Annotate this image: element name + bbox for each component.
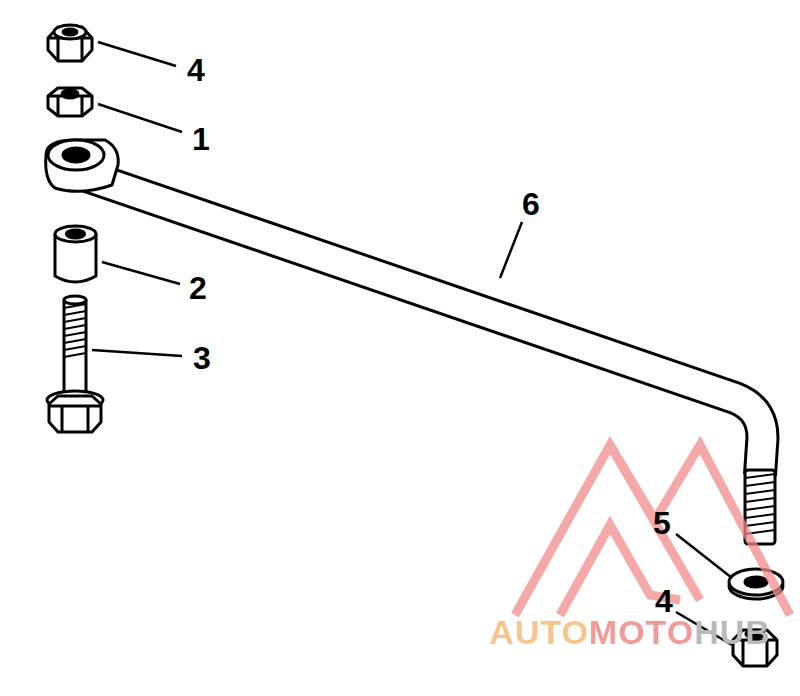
watermark: AUTOMOTOHUB (489, 615, 771, 649)
leader-lines (92, 42, 732, 645)
callout-number: 4 (187, 54, 205, 86)
link-rod (46, 140, 775, 544)
callout-number: 3 (193, 342, 211, 374)
callout-number: 1 (192, 123, 210, 155)
callout-number: 6 (522, 188, 540, 220)
lock-nut (48, 25, 92, 61)
bushing (55, 226, 96, 282)
callout-number: 4 (655, 585, 673, 617)
watermark-logo (515, 445, 790, 615)
bolt (47, 296, 103, 432)
hex-nut (48, 88, 92, 116)
callout-number: 5 (653, 507, 671, 539)
callout-number: 2 (189, 272, 207, 304)
